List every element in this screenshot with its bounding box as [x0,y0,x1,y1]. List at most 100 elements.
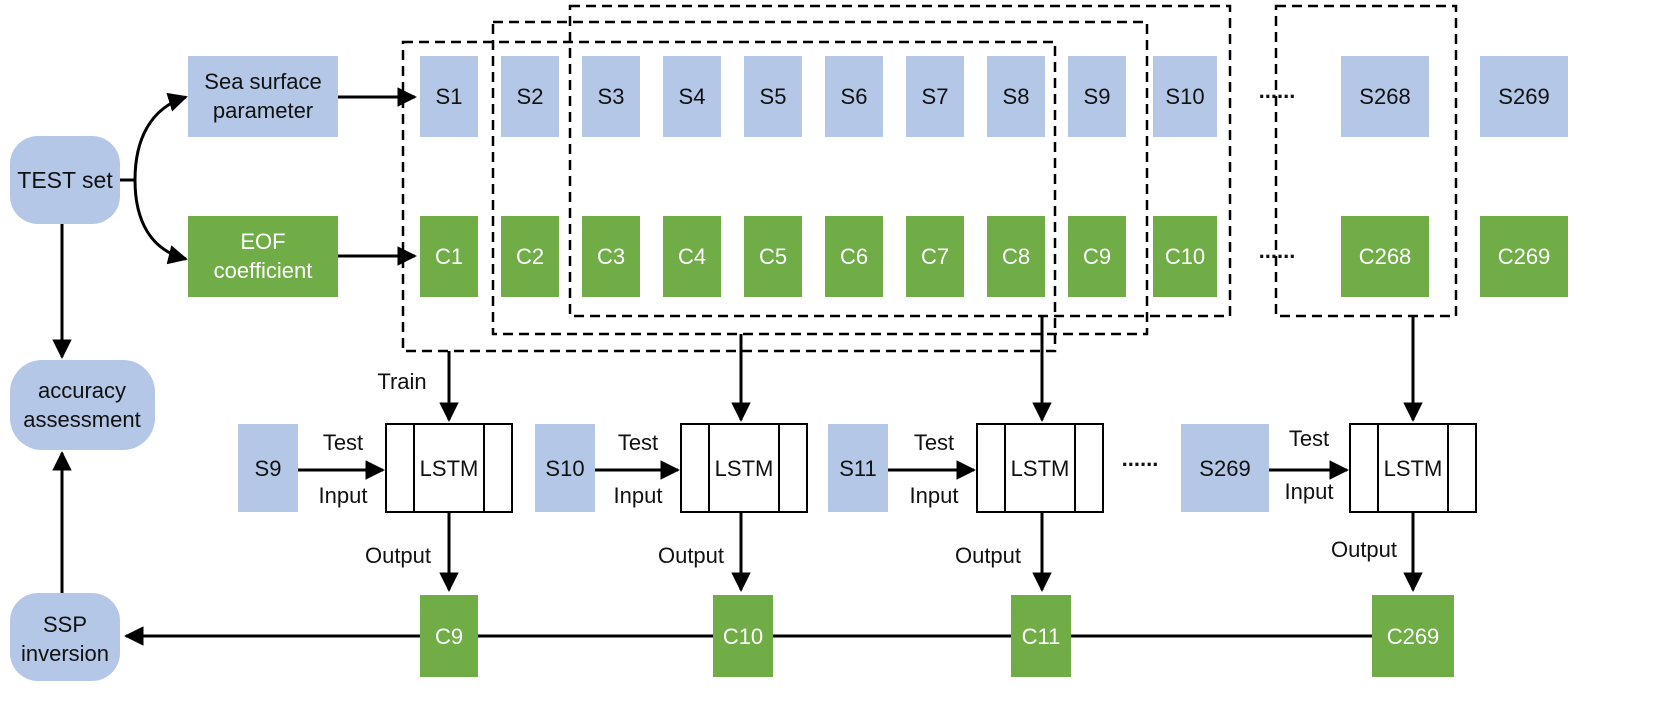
input-label-2: Input [614,483,663,508]
output-box-3 [1011,595,1071,677]
test-input-box-4 [1181,424,1269,512]
s-box-7 [906,56,964,137]
test-set-label: TEST set [17,167,113,193]
test-label-2: Test [618,430,658,455]
test-input-box-1 [238,424,298,512]
s-label-2: S2 [517,84,544,109]
c-box-8 [987,216,1045,297]
c-label-7: C7 [921,244,949,269]
s-label-1: S1 [436,84,463,109]
lstm-body-3 [976,423,1104,513]
accuracy-node [10,360,155,450]
arrow-split-down [133,179,188,265]
accuracy-label-line1: accuracy [38,378,126,403]
c-box-1 [420,216,478,297]
s-label-3: S3 [598,84,625,109]
c-box-268 [1341,216,1429,297]
s-label-9: S9 [1084,84,1111,109]
output-box-4 [1372,595,1454,677]
c-label-3: C3 [597,244,625,269]
s-label-7: S7 [922,84,949,109]
s-box-268 [1341,56,1429,137]
test-input-label-2: S10 [545,456,584,481]
ssp-label-line1: SSP [43,612,87,637]
test-input-label-3: S11 [839,456,877,481]
s-box-8 [987,56,1045,137]
s-label-269: S269 [1498,84,1549,109]
train-label: Train [377,369,426,394]
c-box-10 [1153,216,1217,297]
c-label-269: C269 [1498,244,1551,269]
arrow-split-up [133,92,188,181]
c-label-9: C9 [1083,244,1111,269]
c-label-2: C2 [516,244,544,269]
output-box-1 [420,595,478,677]
c-label-268: C268 [1359,244,1412,269]
output-box-label-2: C10 [723,624,763,649]
test-set-node [10,136,120,224]
s-box-5 [744,56,802,137]
eof-label-line1: EOF [240,229,285,254]
output-label-4: Output [1331,537,1397,562]
lstm-block-3: LSTM [976,423,1104,513]
c-row: C1 C2 C3 C4 C5 C6 C7 C8 C9 C10 C268 C269 [420,216,1568,297]
c-label-1: C1 [435,244,463,269]
lstm-body-2 [680,423,808,513]
window-1 [401,40,1057,353]
input-label-3: Input [910,483,959,508]
c-box-7 [906,216,964,297]
lstm-label-2: LSTM [715,456,774,481]
s-box-269 [1480,56,1568,137]
lstm-block-2: LSTM [680,423,808,513]
c-box-4 [663,216,721,297]
s-label-6: S6 [841,84,868,109]
s-label-8: S8 [1003,84,1030,109]
s-label-5: S5 [760,84,787,109]
s-box-2 [501,56,559,137]
s-box-10 [1153,56,1217,137]
c-box-269 [1480,216,1568,297]
sea-surface-parameter-node [188,56,338,137]
s-row: S1 S2 S3 S4 S5 S6 S7 S8 S9 S10 S268 S269 [420,56,1568,137]
lstm-label-3: LSTM [1011,456,1070,481]
c-box-2 [501,216,559,297]
window-2 [491,20,1149,336]
s-box-9 [1068,56,1126,137]
ssp-label-line2: inversion [21,641,109,666]
ellipsis-lstm-row: ...... [1122,446,1159,471]
output-box-label-3: C11 [1022,624,1061,649]
c-box-6 [825,216,883,297]
ssp-inversion-node [10,593,120,681]
test-label-3: Test [914,430,954,455]
c-label-4: C4 [678,244,706,269]
s-label-268: S268 [1359,84,1410,109]
output-label-2: Output [658,543,724,568]
s-label-10: S10 [1165,84,1204,109]
c-label-8: C8 [1002,244,1030,269]
c-box-5 [744,216,802,297]
c-box-9 [1068,216,1126,297]
test-input-box-3 [828,424,888,512]
input-label-1: Input [319,483,368,508]
test-label-1: Test [323,430,363,455]
s-box-1 [420,56,478,137]
c-box-3 [582,216,640,297]
sea-surface-label-line1: Sea surface [204,69,321,94]
test-input-label-4: S269 [1199,456,1250,481]
output-label-1: Output [365,543,431,568]
sliding-windows [401,4,1458,353]
accuracy-label-line2: assessment [23,407,140,432]
lstm-label-4: LSTM [1384,456,1443,481]
s-box-3 [582,56,640,137]
eof-coefficient-node [188,216,338,297]
c-label-10: C10 [1165,244,1205,269]
output-box-2 [713,595,773,677]
lstm-label-1: LSTM [420,456,479,481]
s-box-6 [825,56,883,137]
s-label-4: S4 [679,84,706,109]
lstm-block-4: LSTM [1349,423,1477,513]
test-input-box-2 [535,424,595,512]
sea-surface-label-line2: parameter [213,98,313,123]
